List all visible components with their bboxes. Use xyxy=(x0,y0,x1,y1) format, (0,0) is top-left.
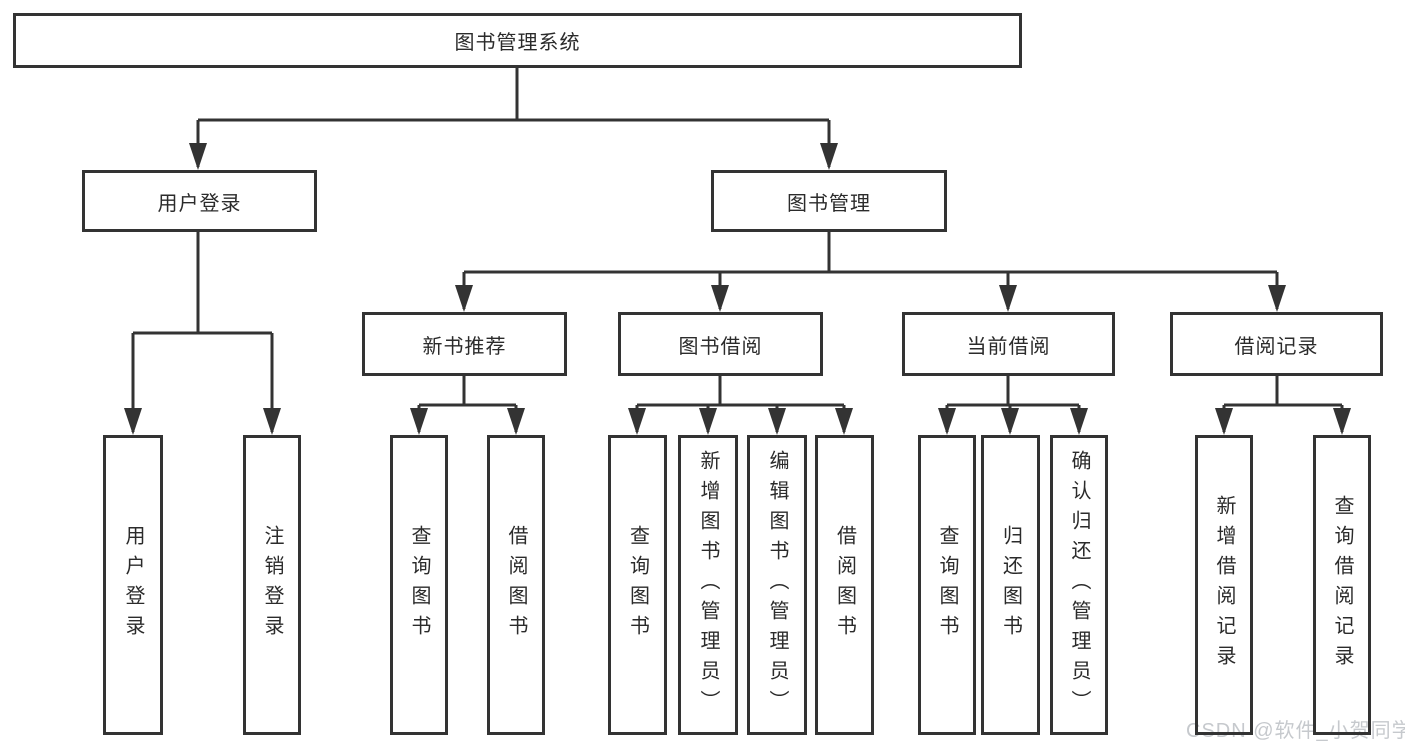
leaf-add-book-admin-label: 新增图书（管理员） xyxy=(697,450,719,720)
leaf-user-login-label: 用户登录 xyxy=(122,525,144,645)
leaf-query-books-3: 查询图书 xyxy=(918,435,976,735)
node-user-login-label: 用户登录 xyxy=(157,192,242,215)
node-new-book-recommend: 新书推荐 xyxy=(362,312,567,376)
node-borrow-records: 借阅记录 xyxy=(1170,312,1383,376)
node-user-login: 用户登录 xyxy=(82,170,317,232)
leaf-borrow-books-2-label: 借阅图书 xyxy=(833,525,856,645)
node-book-borrow: 图书借阅 xyxy=(618,312,823,376)
node-system-root-label: 图书管理系统 xyxy=(454,32,581,54)
leaf-borrow-books-1-label: 借阅图书 xyxy=(505,525,527,645)
leaf-confirm-return-admin: 确认归还（管理员） xyxy=(1050,435,1108,735)
leaf-logout-login-label: 注销登录 xyxy=(261,525,283,645)
leaf-query-books-2-label: 查询图书 xyxy=(626,525,649,645)
leaf-query-books-1-label: 查询图书 xyxy=(408,525,430,645)
node-book-borrow-label: 图书借阅 xyxy=(678,335,763,358)
leaf-query-books-2: 查询图书 xyxy=(608,435,667,735)
leaf-confirm-return-admin-label: 确认归还（管理员） xyxy=(1068,450,1090,720)
node-current-borrow: 当前借阅 xyxy=(902,312,1115,376)
node-system-root: 图书管理系统 xyxy=(13,13,1022,68)
leaf-return-books: 归还图书 xyxy=(981,435,1040,735)
node-new-book-recommend-label: 新书推荐 xyxy=(422,335,507,358)
leaf-borrow-books-1: 借阅图书 xyxy=(487,435,545,735)
node-current-borrow-label: 当前借阅 xyxy=(966,335,1051,358)
leaf-return-books-label: 归还图书 xyxy=(999,525,1022,645)
leaf-add-borrow-record-label: 新增借阅记录 xyxy=(1213,495,1235,675)
leaf-query-books-3-label: 查询图书 xyxy=(936,525,958,645)
leaf-logout-login: 注销登录 xyxy=(243,435,301,735)
leaf-add-book-admin: 新增图书（管理员） xyxy=(678,435,738,735)
leaf-add-borrow-record: 新增借阅记录 xyxy=(1195,435,1253,735)
leaf-query-borrow-record: 查询借阅记录 xyxy=(1313,435,1371,735)
node-book-management: 图书管理 xyxy=(711,170,947,232)
leaf-query-books-1: 查询图书 xyxy=(390,435,448,735)
leaf-borrow-books-2: 借阅图书 xyxy=(815,435,874,735)
node-book-management-label: 图书管理 xyxy=(787,192,871,215)
leaf-query-borrow-record-label: 查询借阅记录 xyxy=(1331,495,1353,675)
csdn-watermark: CSDN @软件_小贺同学 xyxy=(1186,720,1405,742)
node-borrow-records-label: 借阅记录 xyxy=(1234,335,1319,358)
leaf-edit-book-admin: 编辑图书（管理员） xyxy=(747,435,807,735)
leaf-user-login: 用户登录 xyxy=(103,435,163,735)
leaf-edit-book-admin-label: 编辑图书（管理员） xyxy=(766,450,788,720)
